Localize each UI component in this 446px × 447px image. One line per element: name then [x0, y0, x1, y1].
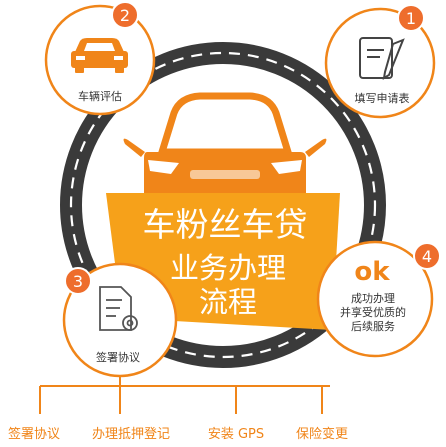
step-1-label: 填写申请表 [355, 91, 410, 105]
step-4-completion: ok 成功办理 并享受优质的 后续服务 4 [316, 240, 441, 358]
step-1-badge [397, 4, 425, 32]
sub-item-4: 保险变更 [296, 426, 348, 442]
step-2-badge [111, 1, 139, 29]
road-ring [60, 42, 386, 368]
step-3-badge [64, 267, 92, 295]
step-3-number: 3 [73, 272, 83, 291]
sub-items-bracket [39, 376, 330, 414]
step-1-number: 1 [406, 9, 416, 28]
sub-item-1: 签署协议 [8, 426, 60, 442]
form-pen-icon [359, 37, 405, 80]
step-4-line-3: 后续服务 [351, 319, 395, 333]
step-3-label: 签署协议 [96, 350, 140, 364]
sub-item-3: 安装 GPS [208, 427, 264, 442]
document-gear-icon [99, 286, 138, 331]
title-line-1: 车粉丝车贷 [143, 205, 308, 244]
step-4-number: 4 [422, 247, 432, 266]
title-line-2: 业务办理 [170, 251, 286, 285]
step-1-application-form: 填写申请表 1 [324, 4, 436, 119]
ring-dashes [69, 51, 377, 359]
step-1-circle [324, 7, 436, 119]
step-4-circle [316, 240, 434, 358]
sub-item-2: 办理抵押登记 [92, 427, 170, 442]
title-line-3: 流程 [199, 285, 257, 319]
sub-items: 签署协议 办理抵押登记 安装 GPS 保险变更 [8, 426, 348, 442]
car-illustration [117, 92, 327, 260]
step-4-ok: ok [354, 257, 390, 287]
step-4-badge [413, 242, 441, 270]
step-3-sign-agreement: 签署协议 3 [62, 262, 178, 378]
car-icon [71, 38, 128, 73]
step-4-line-2: 并享受优质的 [340, 305, 406, 319]
step-2-vehicle-evaluation: 车辆评估 2 [44, 1, 156, 116]
step-4-line-1: 成功办理 [351, 292, 395, 305]
step-2-label: 车辆评估 [78, 89, 122, 103]
step-2-number: 2 [120, 6, 130, 25]
